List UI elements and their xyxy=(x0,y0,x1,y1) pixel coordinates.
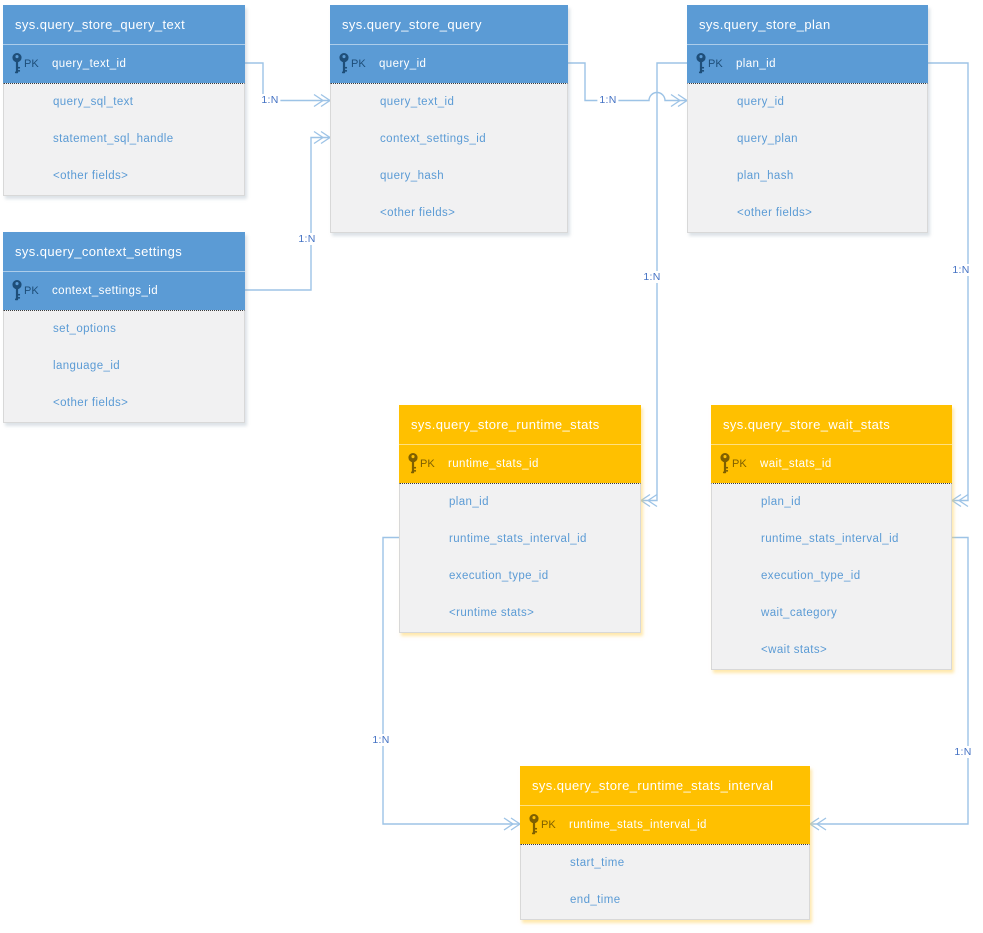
field-row: execution_type_id xyxy=(761,570,861,582)
pk-field-name: wait_stats_id xyxy=(760,458,832,470)
relation-context-settings-to-query xyxy=(245,138,330,291)
key-icon xyxy=(695,53,707,75)
pk-badge: PK xyxy=(732,458,747,470)
table-title: sys.query_store_query_text xyxy=(3,5,245,44)
relation-label: 1:N xyxy=(597,94,619,106)
table-title: sys.query_store_plan xyxy=(687,5,928,44)
key-icon xyxy=(11,53,23,75)
field-list: start_time end_time xyxy=(520,844,810,920)
field-row: plan_hash xyxy=(737,170,794,182)
pk-row: PK wait_stats_id xyxy=(711,444,952,483)
relation-label: 1:N xyxy=(370,734,392,746)
table-title: sys.query_store_runtime_stats_interval xyxy=(520,766,810,805)
field-row: query_sql_text xyxy=(53,96,134,108)
pk-badge: PK xyxy=(24,285,39,297)
field-list: query_id query_plan plan_hash <other fie… xyxy=(687,83,928,233)
pk-badge: PK xyxy=(541,819,556,831)
field-row: <other fields> xyxy=(53,170,129,182)
pk-field-name: runtime_stats_id xyxy=(448,458,539,470)
field-row: query_id xyxy=(737,96,785,108)
key-icon xyxy=(719,453,731,475)
table-title: sys.query_store_runtime_stats xyxy=(399,405,641,444)
field-row: context_settings_id xyxy=(380,133,487,145)
field-row: <other fields> xyxy=(737,207,813,219)
field-row: <wait stats> xyxy=(761,644,828,656)
pk-row: PK runtime_stats_id xyxy=(399,444,641,483)
pk-field-name: runtime_stats_interval_id xyxy=(569,819,707,831)
table-title: sys.query_context_settings xyxy=(3,232,245,271)
field-list: plan_id runtime_stats_interval_id execut… xyxy=(711,483,952,670)
pk-row: PK plan_id xyxy=(687,44,928,83)
field-row: end_time xyxy=(570,894,621,906)
field-row: <runtime stats> xyxy=(449,607,535,619)
pk-row: PK query_text_id xyxy=(3,44,245,83)
field-row: query_hash xyxy=(380,170,445,182)
key-icon xyxy=(338,53,350,75)
field-row: plan_id xyxy=(449,496,489,508)
field-row: set_options xyxy=(53,323,117,335)
entity-query-store-plan: sys.query_store_plan PK plan_id query_id… xyxy=(687,5,928,233)
pk-field-name: context_settings_id xyxy=(52,285,159,297)
field-row: query_plan xyxy=(737,133,798,145)
field-row: statement_sql_handle xyxy=(53,133,174,145)
relation-label: 1:N xyxy=(259,94,281,106)
relation-runtime-stats-to-interval xyxy=(382,536,520,825)
pk-badge: PK xyxy=(708,58,723,70)
entity-query-store-query-text: sys.query_store_query_text PK query_text… xyxy=(3,5,245,196)
pk-field-name: query_text_id xyxy=(52,58,127,70)
field-row: execution_type_id xyxy=(449,570,549,582)
pk-badge: PK xyxy=(24,58,39,70)
pk-row: PK runtime_stats_interval_id xyxy=(520,805,810,844)
pk-badge: PK xyxy=(420,458,435,470)
key-icon xyxy=(407,453,419,475)
pk-badge: PK xyxy=(351,58,366,70)
pk-row: PK context_settings_id xyxy=(3,271,245,310)
relation-label: 1:N xyxy=(641,271,663,283)
field-row: start_time xyxy=(570,857,625,869)
table-title: sys.query_store_query xyxy=(330,5,568,44)
entity-query-store-runtime-stats: sys.query_store_runtime_stats PK runtime… xyxy=(399,405,641,633)
relation-wait-stats-to-interval xyxy=(810,536,969,825)
table-title: sys.query_store_wait_stats xyxy=(711,405,952,444)
relation-label: 1:N xyxy=(296,233,318,245)
entity-query-store-runtime-stats-interval: sys.query_store_runtime_stats_interval P… xyxy=(520,766,810,920)
field-row: <other fields> xyxy=(380,207,456,219)
pk-field-name: query_id xyxy=(379,58,427,70)
field-row: language_id xyxy=(53,360,121,372)
pk-field-name: plan_id xyxy=(736,58,776,70)
entity-query-store-wait-stats: sys.query_store_wait_stats PK wait_stats… xyxy=(711,405,952,670)
field-row: runtime_stats_interval_id xyxy=(449,533,587,545)
relation-label: 1:N xyxy=(952,746,974,758)
field-row: plan_id xyxy=(761,496,801,508)
relation-label: 1:N xyxy=(950,264,972,276)
relation-query-to-plan xyxy=(568,62,687,101)
relation-plan-to-wait-stats xyxy=(928,62,969,501)
field-row: <other fields> xyxy=(53,397,129,409)
key-icon xyxy=(11,280,23,302)
field-row: wait_category xyxy=(761,607,838,619)
field-row: query_text_id xyxy=(380,96,455,108)
field-list: query_text_id context_settings_id query_… xyxy=(330,83,568,233)
field-list: query_sql_text statement_sql_handle <oth… xyxy=(3,83,245,196)
field-row: runtime_stats_interval_id xyxy=(761,533,899,545)
pk-row: PK query_id xyxy=(330,44,568,83)
field-list: plan_id runtime_stats_interval_id execut… xyxy=(399,483,641,633)
field-list: set_options language_id <other fields> xyxy=(3,310,245,423)
entity-query-context-settings: sys.query_context_settings PK context_se… xyxy=(3,232,245,423)
key-icon xyxy=(528,814,540,836)
relation-query-text-to-query xyxy=(245,62,330,101)
entity-query-store-query: sys.query_store_query PK query_id query_… xyxy=(330,5,568,233)
